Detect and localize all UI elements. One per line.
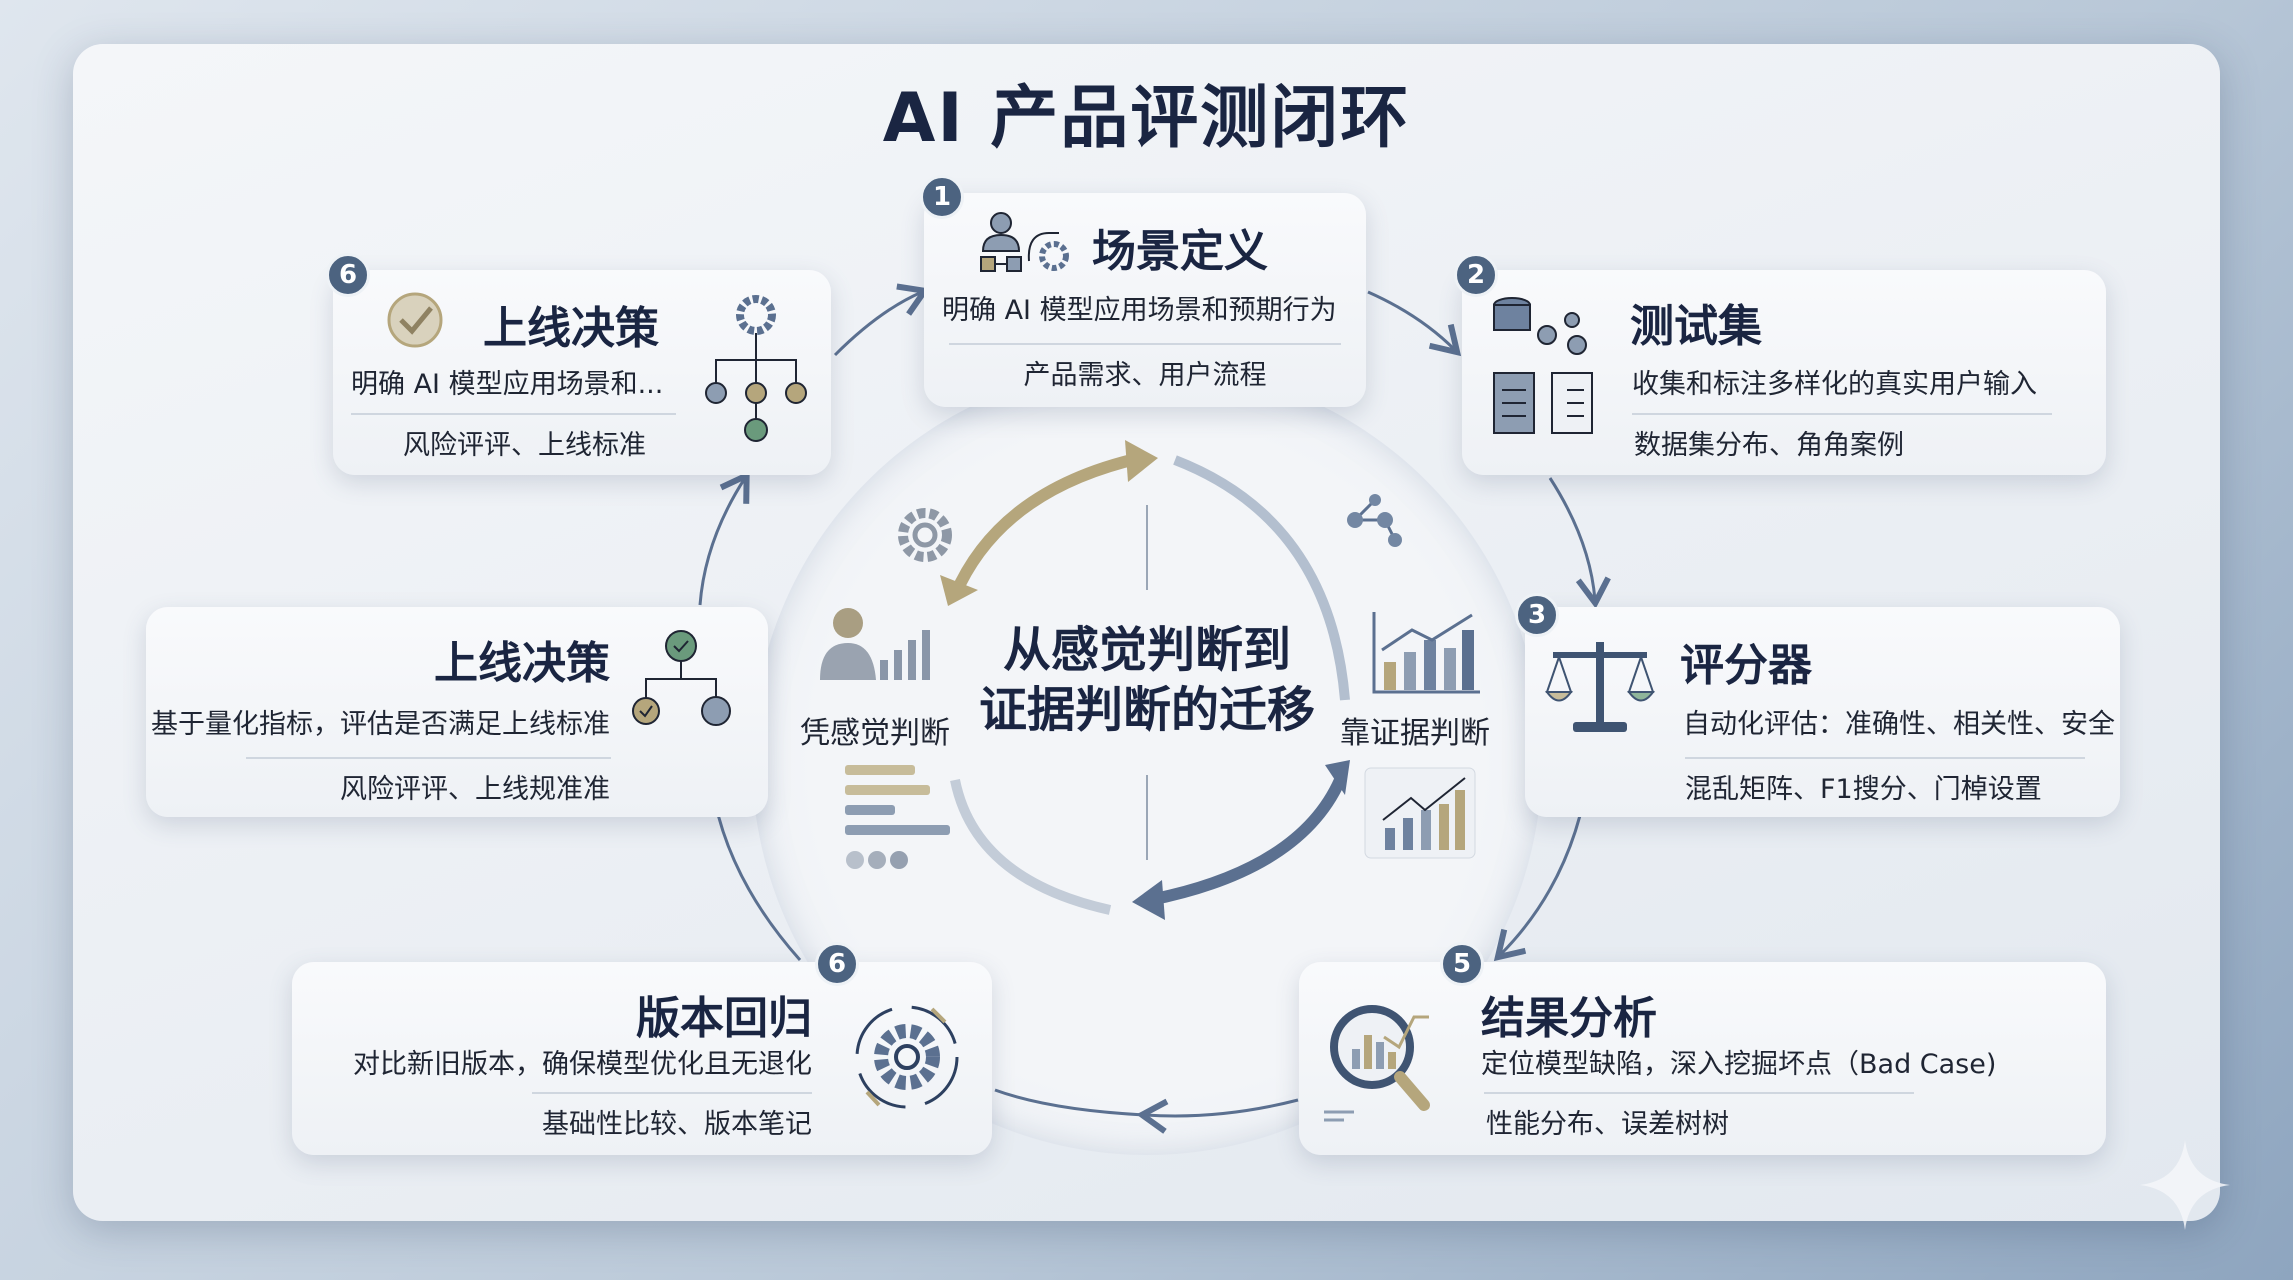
navy-transition-arrow (1148, 777, 1346, 906)
bar-list-icon (845, 765, 950, 869)
card-grader[interactable]: 3 评分器 自动化评估：准确性、相关性、安全 混乱矩阵、F1搜分、门棹设置 (1515, 593, 2120, 817)
step-badge: 5 (1440, 942, 1484, 986)
card-title: 上线决策 (434, 638, 610, 689)
person-chart-icon (820, 608, 930, 680)
divider (1685, 757, 2085, 759)
card-version-regression[interactable]: 6 版本回归 对比新旧版本，确保模型优化且无退化 基础性比较、版本笔记 (292, 942, 992, 1155)
card-subtext: 风险评评、上线标准 (403, 430, 646, 461)
page-title: AI 产品评测闭环 (882, 79, 1411, 158)
divider (532, 1092, 812, 1094)
card-description: 明确 AI 模型应用场景和... (351, 369, 664, 400)
arrow-decision-to-top (698, 470, 750, 606)
card-scenario-definition[interactable]: 1 场景定义 明确 AI 模型应用场景和预期行为 产品需求、用户流程 (920, 175, 1366, 407)
card-description: 自动化评估：准确性、相关性、安全 (1683, 709, 2115, 740)
network-icon (1347, 494, 1402, 547)
card-description: 收集和标注多样化的真实用户输入 (1632, 369, 2037, 400)
user-flow-icon (980, 212, 1069, 272)
arrow-5-to-6 (1136, 1098, 1299, 1134)
step-badge: 3 (1515, 593, 1559, 637)
approval-flow-icon (632, 630, 731, 726)
evidence-judgment-label: 靠证据判断 (1340, 716, 1490, 751)
card-title: 上线决策 (483, 303, 659, 354)
center-title-line1: 从感觉判断到 (1002, 622, 1291, 678)
card-launch-decision[interactable]: 上线决策 基于量化指标，评估是否满足上线标准 风险评评、上线规准准 (146, 607, 768, 817)
card-subtext: 风险评评、上线规准准 (340, 774, 610, 805)
card-title: 评分器 (1680, 640, 1812, 691)
card-subtext: 性能分布、误差树树 (1486, 1109, 1729, 1140)
arrow-6-to-1 (833, 283, 930, 357)
card-result-analysis[interactable]: 5 结果分析 定位模型缺陷，深入挖掘坏点（Bad Case) 性能分布、误差树树 (1299, 942, 2106, 1155)
scale-icon (1545, 642, 1655, 732)
center-title-line2: 证据判断的迁移 (978, 682, 1315, 738)
card-launch-decision-top[interactable]: 6 上线决策 明确 AI 模型应用场景和... 风险评评、上线标准 (326, 253, 831, 475)
card-description: 对比新旧版本，确保模型优化且无退化 (353, 1049, 812, 1080)
divider (1632, 413, 2052, 415)
magnifier-chart-icon (1324, 1005, 1430, 1122)
step-badge: 2 (1454, 253, 1498, 297)
database-documents-icon (1493, 297, 1593, 434)
check-icon (387, 292, 443, 348)
divider (1484, 1092, 1914, 1094)
card-description: 定位模型缺陷，深入挖掘坏点（Bad Case) (1481, 1049, 1997, 1080)
step-badge: 6 (815, 942, 859, 986)
card-test-set[interactable]: 2 测试集 收集和标注多样化的真实用户输入 数据集分布、角角案例 (1454, 253, 2106, 475)
arrow-6-to-decision (994, 1088, 1146, 1117)
arrow-1-to-2 (1367, 290, 1462, 357)
card-subtext: 产品需求、用户流程 (1023, 360, 1267, 391)
divider (246, 757, 611, 759)
card-title: 结果分析 (1481, 993, 1657, 1044)
center-title: 从感觉判断到 证据判断的迁移 (947, 620, 1347, 740)
divider (949, 343, 1341, 345)
decision-tree-icon (705, 295, 807, 442)
feeling-judgment-label: 凭感觉判断 (800, 716, 950, 751)
card-description: 明确 AI 模型应用场景和预期行为 (942, 295, 1337, 326)
bar-chart-icon (1372, 612, 1480, 694)
card-title: 场景定义 (1092, 226, 1268, 277)
gear-icon (898, 508, 952, 562)
sparkle-icon (2140, 1140, 2230, 1230)
gold-transition-arrow (949, 452, 1142, 598)
card-description: 基于量化指标，评估是否满足上线标准 (151, 709, 610, 740)
card-subtext: 基础性比较、版本笔记 (542, 1109, 812, 1140)
trend-chart-icon (1364, 767, 1476, 859)
divider (351, 413, 676, 415)
card-subtext: 数据集分布、角角案例 (1634, 430, 1904, 461)
card-title: 测试集 (1630, 301, 1762, 352)
card-title: 版本回归 (636, 993, 812, 1044)
refresh-gear-icon (855, 1005, 959, 1109)
arrow-2-to-3 (1548, 477, 1611, 609)
step-badge: 1 (920, 175, 964, 219)
card-subtext: 混乱矩阵、F1搜分、门棹设置 (1685, 774, 2042, 805)
step-badge: 6 (326, 253, 370, 297)
